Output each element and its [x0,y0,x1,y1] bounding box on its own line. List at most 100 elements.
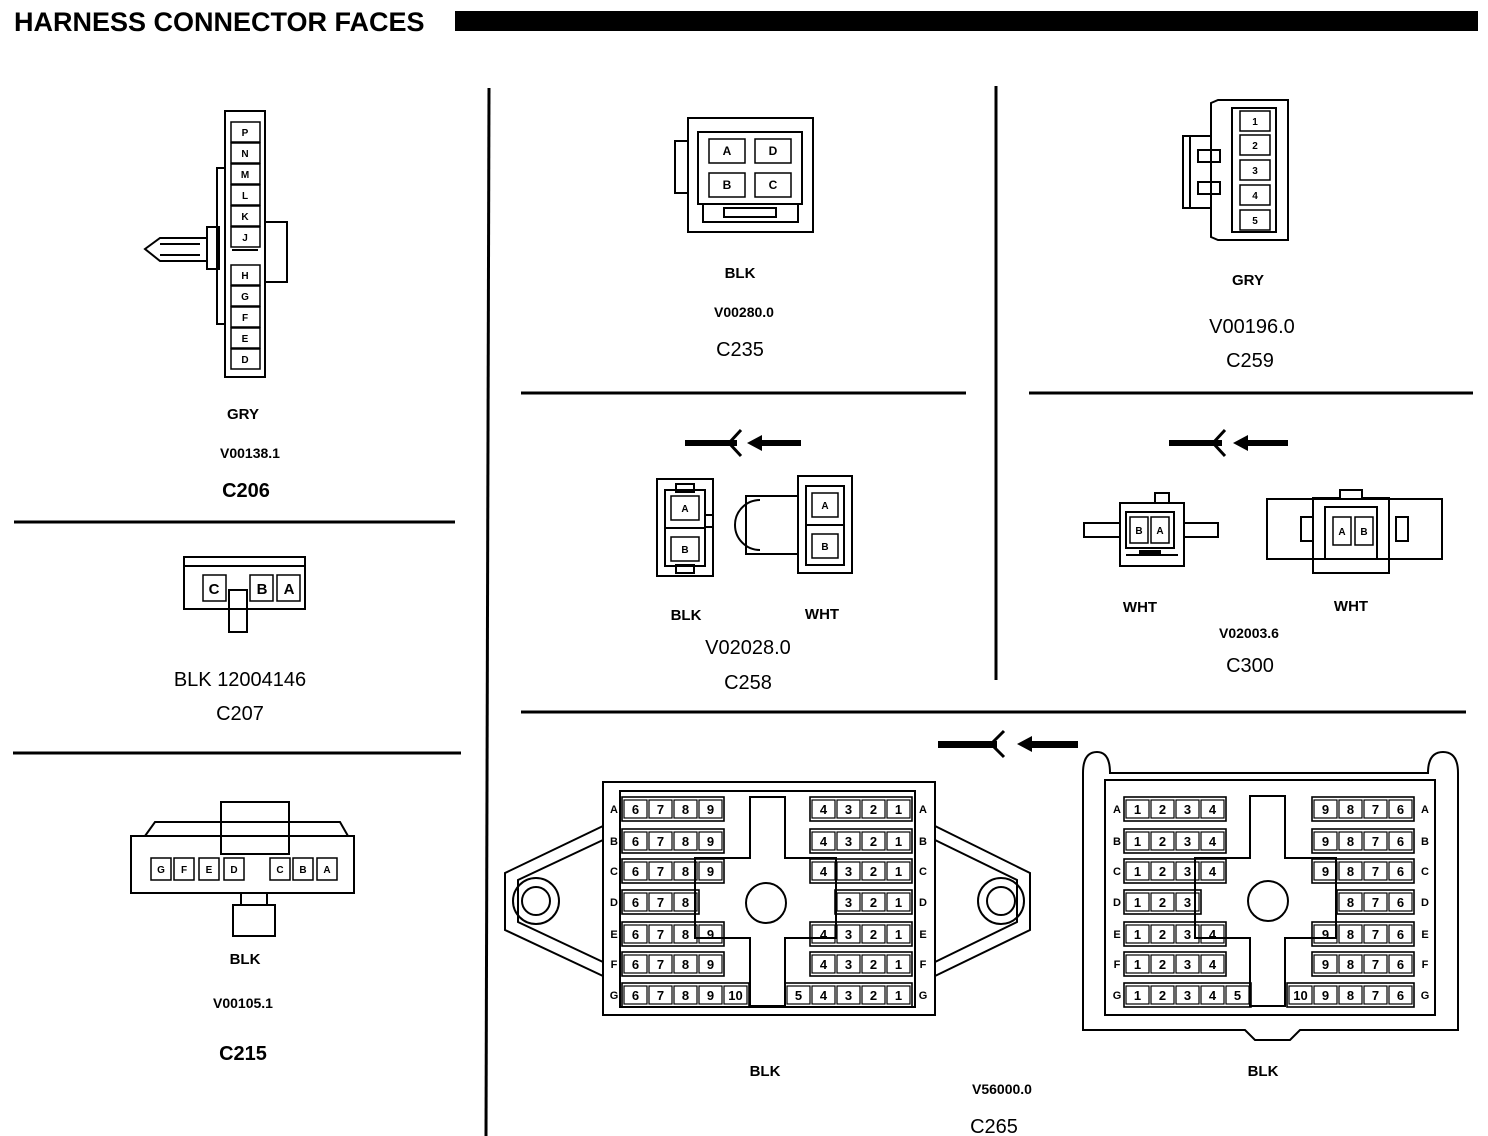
c300-color-left: WHT [1123,599,1157,616]
c259-pin-label: 2 [1252,141,1258,152]
c207-pins [202,574,301,602]
c265-right-pin-cell [1175,831,1200,851]
c265-row-letter: B [610,836,618,848]
c259-pin-label: 1 [1252,117,1258,128]
c265-left-pin-label: 5 [795,988,802,1003]
c265-row-letter: E [1113,929,1120,941]
c265-left-pin-label: 7 [657,834,664,849]
c265-right-pin-label: 1 [1134,927,1141,942]
c265-row-letter: C [919,866,927,878]
c265-left-pin-label: 1 [895,802,902,817]
c265-left-pin-label: 4 [820,957,828,972]
c265-left-row-frame [809,951,913,977]
c265-left-pin-label: 3 [845,864,852,879]
c265-right-pin-cell [1313,985,1338,1005]
c259-housing [1182,99,1289,241]
c265-right-pin-cell [1338,954,1363,974]
c265-right-pin-label: 3 [1184,864,1191,879]
c265-left-pin-label: 6 [632,957,639,972]
c300-pin-label: B [1135,526,1142,537]
c265-right-pin-cell [1363,892,1388,912]
c265-left-pin-label: 4 [820,864,828,879]
c265-right-pin-cell [1363,799,1388,819]
c265-left-pin-label: 3 [845,927,852,942]
c265-left-pin-cell [648,924,673,944]
c206-pin-label: L [242,191,248,202]
c235-housing [674,117,814,233]
c265-mate-arrow-icon [938,729,1078,759]
c265-row-letter: G [919,990,928,1002]
c265-right-pin-label: 6 [1397,927,1404,942]
c265-row-letter: A [610,804,618,816]
c215-pin-label: C [276,865,283,876]
c265-right-pin-cell [1313,924,1338,944]
c215-pins [150,857,338,881]
c206-pin-label: N [241,149,248,160]
c265-part-number: V56000.0 [972,1081,1032,1097]
c265-right-pin-cell [1125,861,1150,881]
c265-right-pin-label: 8 [1347,802,1354,817]
c265-left-pin-cell [811,831,836,851]
c265-right-pin-label: 6 [1397,988,1404,1003]
c265-left-pin-label: 6 [632,834,639,849]
c259-part-number: V00196.0 [1209,316,1295,338]
c265-row-letter: G [610,990,619,1002]
title-rule [455,11,1478,31]
c265-left-pin-label: 2 [870,988,877,1003]
c265-left-row-frame [809,921,913,947]
c265-right-pin-label: 9 [1322,834,1329,849]
c259-color: GRY [1232,272,1264,289]
c265-left-pin-cell [698,831,723,851]
c258-pins-left [670,495,700,562]
c258-pin-label: B [681,545,688,556]
c265-right-pin-cell [1200,924,1225,944]
c265-left-pin-cell [648,892,673,912]
c265-left-pin-cell [836,985,861,1005]
c258-pin-label: A [821,501,828,512]
c265-left-pin-label: 1 [895,957,902,972]
c265-right-pin-cell [1200,985,1225,1005]
c265-left-pin-label: 8 [682,864,689,879]
c265-right-pin-cell [1150,924,1175,944]
c265-right-pin-cell [1388,954,1413,974]
c265-left-pin-cell [886,861,911,881]
c265-left-pin-cell [886,892,911,912]
c265-right-pin-cell [1150,985,1175,1005]
c206-pin-label: M [241,170,249,181]
c207-pin-label: B [257,581,268,598]
c265-left-pin-cell [886,924,911,944]
c265-right-pin-label: 2 [1159,927,1166,942]
c265-row-letter: G [1421,990,1430,1002]
c206-pin-label: H [241,271,248,282]
c206-color: GRY [227,406,259,423]
c258-color-right: WHT [805,606,839,623]
c258-housing-right [734,475,853,574]
c215-pin-label: G [157,865,165,876]
c265-row-letter: D [919,897,927,909]
c265-left-pin-cell [623,831,648,851]
c265-left-pin-label: 10 [728,988,742,1003]
c265-left-pin-label: 7 [657,864,664,879]
c265-left-pin-cell [623,954,648,974]
c265-right-pin-cell [1388,924,1413,944]
c265-right-pin-cell [1200,861,1225,881]
c265-right-row-frame [1311,858,1415,884]
c265-left-pin-cell [861,892,886,912]
c265-left-pin-label: 8 [682,895,689,910]
connector-c300: B A A B WHT WHT V02003.6 C300 [1083,428,1443,677]
c265-row-letter: G [1113,990,1122,1002]
c265-left-pin-cell [623,799,648,819]
c265-right-pin-cell [1388,861,1413,881]
c265-left-pin-cell [861,831,886,851]
c265-left-pin-label: 8 [682,834,689,849]
c265-right-pin-cell [1388,799,1413,819]
c265-left-pin-cell [861,954,886,974]
c265-left-pin-cell [886,954,911,974]
c265-left-pin-cell [648,831,673,851]
connector-c235: A D B C BLK V00280.0 C235 [674,117,814,361]
c265-right-pin-label: 2 [1159,834,1166,849]
c265-left-pin-cell [673,924,698,944]
c265-right-pin-cell [1175,892,1200,912]
c265-right-row-frame [1336,889,1415,915]
